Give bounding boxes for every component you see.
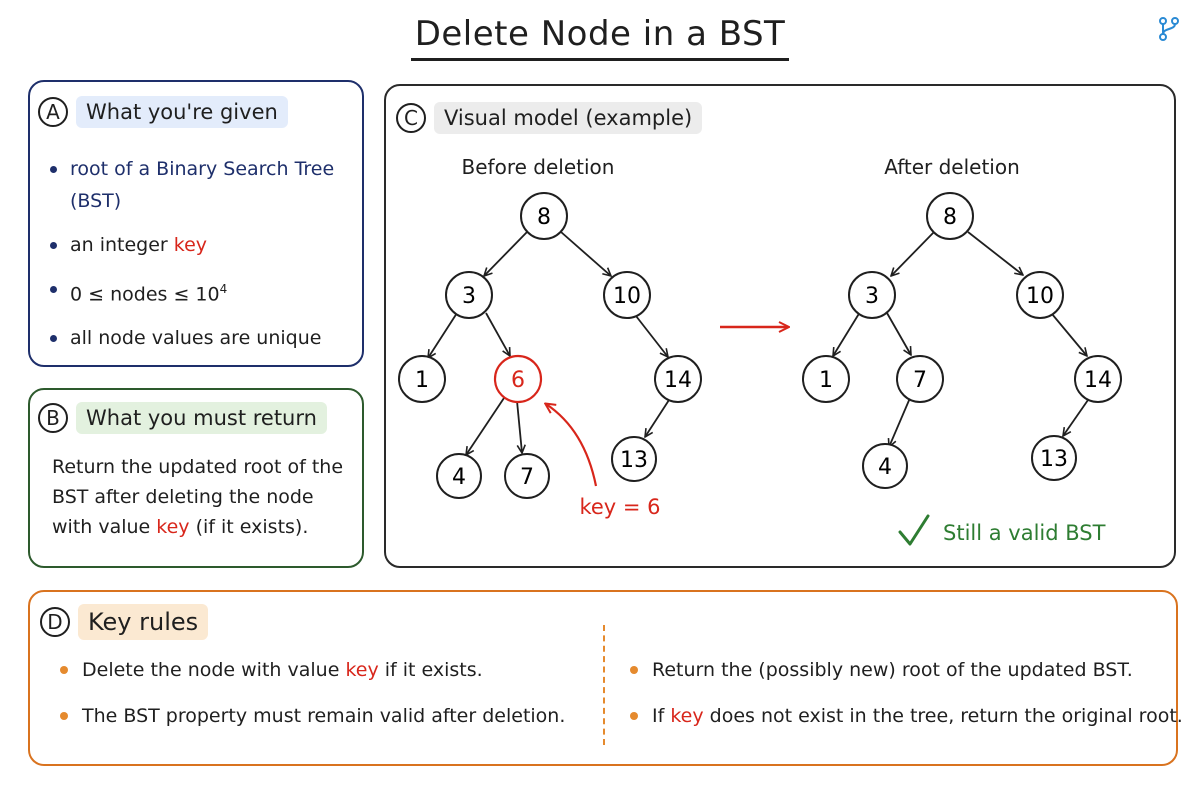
panel-c-heading: Visual model (example) — [434, 102, 703, 134]
before-node: 4 — [436, 453, 482, 499]
svg-text:13: 13 — [620, 448, 648, 473]
before-node: 7 — [504, 453, 550, 499]
svg-text:13: 13 — [1040, 447, 1068, 472]
given-item: an integer key — [48, 229, 348, 261]
panel-c-badge: C — [396, 103, 426, 133]
svg-text:4: 4 — [452, 465, 466, 490]
after-node: 14 — [1074, 355, 1122, 403]
svg-text:6: 6 — [511, 368, 525, 393]
svg-text:4: 4 — [878, 455, 892, 480]
panel-given — [28, 80, 364, 367]
svg-text:1: 1 — [819, 368, 833, 393]
given-item: 0 ≤ nodes ≤ 104 — [48, 273, 348, 310]
before-node: 13 — [611, 436, 657, 482]
rule-item: Delete the node with value key if it exi… — [56, 655, 565, 685]
before-node: 8 — [520, 192, 568, 240]
svg-text:14: 14 — [1084, 368, 1112, 393]
panel-key-rules — [28, 590, 1178, 766]
panel-d-badge: D — [40, 607, 70, 637]
panel-a-header: A What you're given — [38, 96, 288, 128]
after-edges — [833, 231, 1089, 447]
svg-text:3: 3 — [462, 284, 476, 309]
panel-a-heading: What you're given — [76, 96, 288, 128]
rule-item: If key does not exist in the tree, retur… — [626, 701, 1183, 731]
key-pointer-arrow — [546, 404, 598, 487]
deleted-node: 6 — [493, 354, 543, 404]
return-text: Return the updated root of the BST after… — [52, 456, 344, 538]
svg-text:1: 1 — [415, 368, 429, 393]
before-edges — [428, 231, 670, 455]
panel-visual-model — [384, 84, 1176, 568]
after-node: 1 — [802, 355, 850, 403]
panel-c-header: C Visual model (example) — [396, 102, 703, 134]
rules-divider — [603, 625, 605, 745]
panel-b-header: B What you must return — [38, 402, 327, 434]
rules-right-list: Return the (possibly new) root of the up… — [626, 655, 1183, 747]
svg-text:8: 8 — [537, 205, 551, 230]
before-label: Before deletion — [462, 155, 615, 179]
svg-text:8: 8 — [943, 205, 957, 230]
svg-text:7: 7 — [913, 368, 927, 393]
before-node: 14 — [654, 355, 702, 403]
before-node: 1 — [398, 355, 446, 403]
after-node: 10 — [1016, 271, 1064, 319]
rule-item: Return the (possibly new) root of the up… — [626, 655, 1183, 685]
check-icon — [898, 514, 930, 546]
given-item: all node values are unique — [48, 322, 348, 354]
panel-d-header: D Key rules — [40, 604, 209, 640]
valid-bst-status: Still a valid BST — [943, 521, 1106, 545]
svg-text:7: 7 — [520, 465, 534, 490]
svg-text:10: 10 — [613, 284, 641, 309]
after-node: 4 — [862, 443, 908, 489]
panel-b-badge: B — [38, 403, 68, 433]
svg-text:3: 3 — [865, 284, 879, 309]
panel-d-heading: Key rules — [78, 604, 209, 640]
key-label: key = 6 — [579, 495, 660, 519]
after-node: 3 — [848, 271, 896, 319]
page-title: Delete Node in a BST — [0, 14, 1200, 61]
after-node: 8 — [926, 192, 974, 240]
rules-left-list: Delete the node with value key if it exi… — [56, 655, 565, 747]
panel-a-badge: A — [38, 97, 68, 127]
before-node: 10 — [603, 271, 651, 319]
given-item: root of a Binary Search Tree (BST) — [48, 153, 348, 217]
branch-icon — [1159, 17, 1179, 41]
rule-item: The BST property must remain valid after… — [56, 701, 565, 731]
svg-text:10: 10 — [1026, 284, 1054, 309]
after-node: 7 — [896, 355, 944, 403]
svg-text:14: 14 — [664, 368, 692, 393]
after-label: After deletion — [884, 155, 1020, 179]
given-list: root of a Binary Search Tree (BST) an in… — [48, 153, 348, 366]
panel-return — [28, 388, 364, 568]
before-node: 3 — [445, 271, 493, 319]
panel-b-heading: What you must return — [76, 402, 327, 434]
after-node: 13 — [1031, 435, 1077, 481]
